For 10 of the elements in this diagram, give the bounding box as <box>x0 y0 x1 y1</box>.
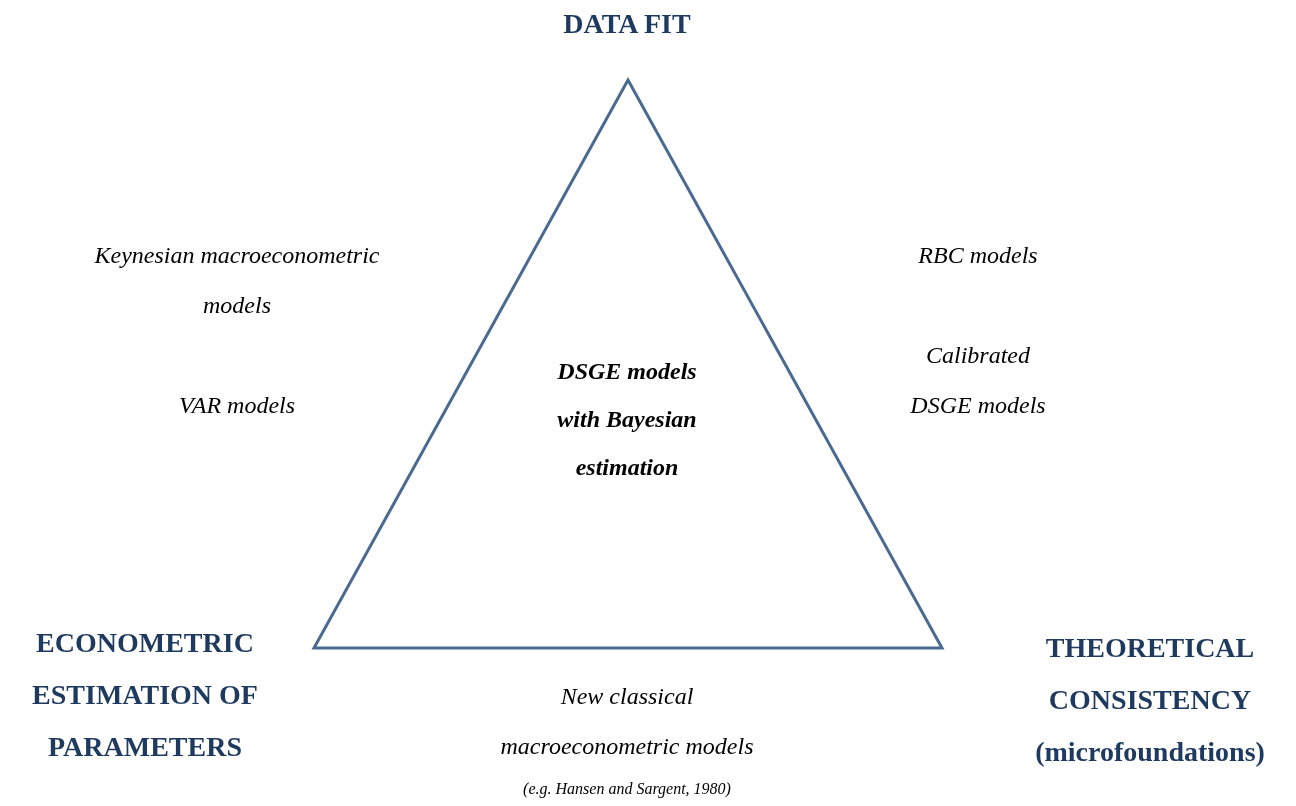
corner-heading: ECONOMETRIC ESTIMATION OF PARAMETERS <box>31 626 259 764</box>
citation-note: (e.g. Hansen and Sargent, 1980) <box>522 779 732 800</box>
corner-heading: DATA FIT <box>562 7 692 41</box>
corner-heading: THEORETICAL CONSISTENCY (microfoundations) <box>1034 631 1266 769</box>
center-label: DSGE models with Bayesian estimation <box>556 357 698 482</box>
model-label: New classical macroeconometric models <box>499 682 755 761</box>
model-label: Calibrated DSGE models <box>909 341 1047 420</box>
model-label: VAR models <box>177 391 297 420</box>
model-label: RBC models <box>917 241 1039 270</box>
model-label: Keynesian macroeconometric models <box>93 241 381 320</box>
